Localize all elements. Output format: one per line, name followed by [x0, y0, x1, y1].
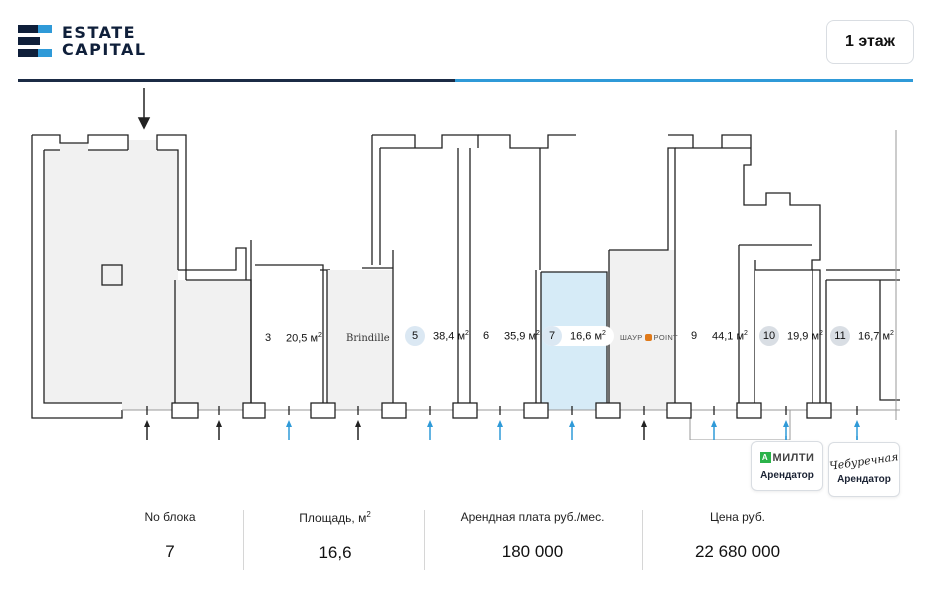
milti-logo: A МИЛТИ [759, 452, 815, 464]
tenant-role: Арендатор [760, 469, 814, 481]
logo-mark-icon [18, 24, 52, 58]
detail-divider [243, 510, 244, 570]
entrance-arrow-icon [641, 420, 647, 440]
entrance-arrows [144, 406, 860, 440]
entrance-arrow-icon [216, 420, 222, 440]
detail-area: Площадь, м2 16,6 [250, 508, 420, 578]
entrance-arrow-icon [427, 420, 433, 440]
room-number: 11 [830, 326, 850, 346]
room-label-7[interactable]: 7 16,6 м2 [542, 326, 614, 346]
detail-label: Цена руб. [709, 510, 766, 524]
detail-value: 16,6 [318, 543, 352, 562]
facade-piers [171, 402, 832, 419]
detail-rent: Арендная плата руб./мес. 180 000 [430, 508, 635, 578]
room-4-fill[interactable] [327, 270, 393, 410]
terrace-outline [689, 410, 791, 440]
room-label-10[interactable]: 10 19,9 м2 [759, 326, 831, 346]
room-area: 38,4 м2 [433, 329, 469, 343]
top-entrance-arrow-icon [137, 88, 151, 130]
room-area: 19,9 м2 [787, 329, 823, 343]
logo-line-1: ESTATE [62, 23, 137, 42]
logo-text: ESTATE CAPITAL [62, 24, 147, 58]
room-number: 7 [542, 326, 562, 346]
room-area: 20,5 м2 [286, 331, 322, 345]
floor-plan [31, 88, 900, 440]
room-10-outline [739, 244, 821, 410]
room-3-outline [250, 240, 330, 410]
detail-block-number: No блока 7 [100, 508, 240, 578]
entrance-arrow-icon [711, 420, 717, 440]
room-5-outline [371, 134, 479, 410]
room-1-outline [31, 134, 187, 419]
header-divider-dark [18, 79, 455, 82]
entrance-arrow-icon [497, 420, 503, 440]
room-9-outline [668, 134, 821, 410]
room-4-outline [326, 250, 394, 410]
tenant-card-cheburechnaya[interactable]: Чебуречная Арендатор [828, 442, 900, 497]
detail-divider [642, 510, 643, 570]
room-area: 16,6 м2 [570, 329, 606, 343]
room-8-fill[interactable] [609, 250, 675, 410]
column [101, 264, 123, 286]
room-label-6[interactable]: 6 35,9 м2 [476, 326, 548, 346]
entrance-arrow-icon [569, 420, 575, 440]
milti-logo-icon: A [759, 452, 771, 463]
room-label-9[interactable]: 9 44,1 м2 [684, 326, 756, 346]
tenant-logo-brindille: Brindille [346, 333, 390, 344]
room-number: 5 [405, 326, 425, 346]
room-label-11[interactable]: 11 16,7 м2 [830, 326, 902, 346]
room-7-outline [540, 271, 608, 410]
room-label-3[interactable]: 3 20,5 м2 [258, 328, 330, 348]
room-number: 6 [482, 330, 490, 342]
estate-capital-logo[interactable]: ESTATE CAPITAL [18, 24, 147, 58]
detail-value: 180 000 [501, 542, 564, 561]
room-number: 3 [264, 332, 272, 344]
tenant-role: Арендатор [837, 473, 891, 485]
room-1-fill[interactable] [44, 140, 178, 410]
detail-label: Площадь, м2 [299, 510, 371, 525]
room-number: 10 [759, 326, 779, 346]
entrance-arrow-icon [144, 420, 150, 440]
detail-value: 7 [165, 542, 175, 561]
room-area: 35,9 м2 [504, 329, 540, 343]
cheburechnaya-logo: Чебуречная [828, 449, 900, 473]
floor-selector-button[interactable]: 1 этаж [826, 20, 914, 64]
entrance-arrow-icon [286, 420, 292, 440]
entrance-arrow-icon [355, 420, 361, 440]
detail-label: No блока [144, 510, 196, 524]
detail-divider [424, 510, 425, 570]
logo-line-2: CAPITAL [62, 40, 147, 59]
detail-price: Цена руб. 22 680 000 [650, 508, 825, 578]
room-area: 16,7 м2 [858, 329, 894, 343]
detail-value: 22 680 000 [694, 542, 781, 561]
shawarma-logo-icon [644, 334, 652, 341]
detail-label: Арендная плата руб./мес. [460, 510, 605, 524]
room-11-outline [825, 269, 900, 410]
room-2-fill[interactable] [178, 280, 251, 410]
room-6-outline [478, 134, 576, 410]
header-divider-blue [455, 79, 913, 82]
tenant-card-milti[interactable]: A МИЛТИ Арендатор [751, 441, 823, 491]
room-number: 9 [690, 330, 698, 342]
room-area: 44,1 м2 [712, 329, 748, 343]
room-label-5[interactable]: 5 38,4 м2 [405, 326, 477, 346]
